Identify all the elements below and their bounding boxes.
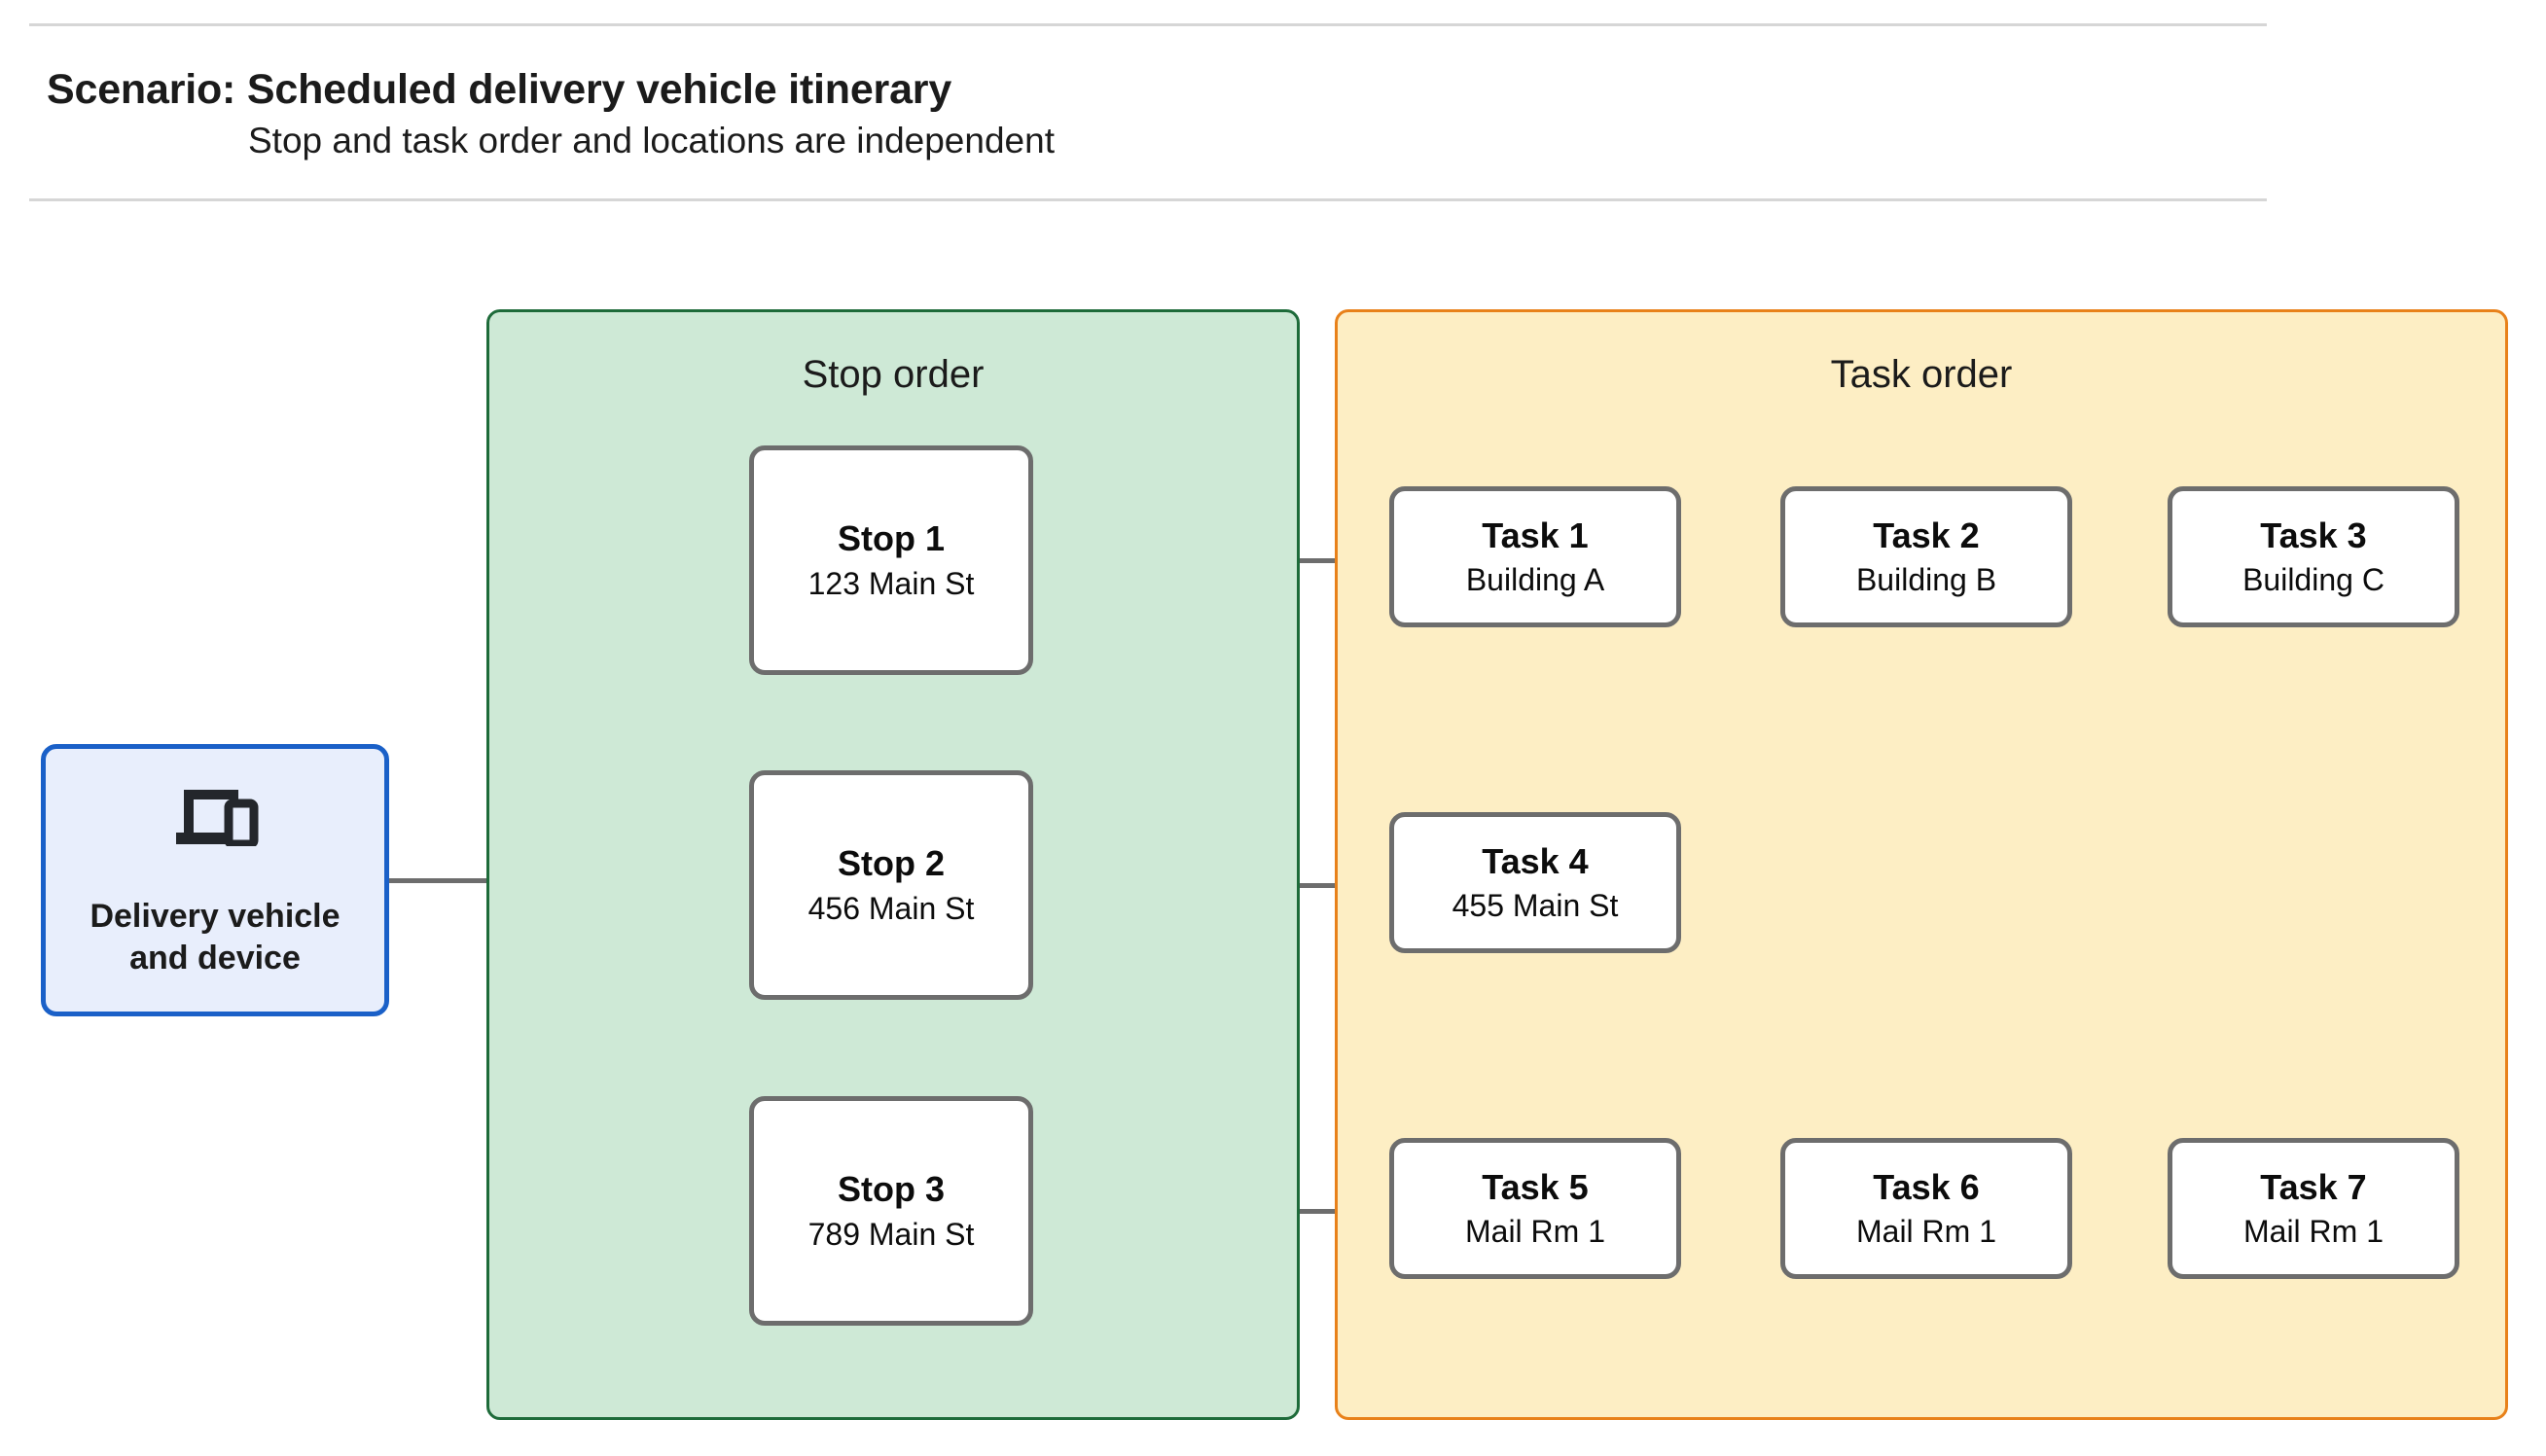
task-node-location: Mail Rm 1 [2242, 1214, 2384, 1249]
task-node-title: Task 7 [2260, 1166, 2367, 1207]
header-divider-top [29, 23, 2267, 26]
stop-node-3[interactable]: Stop 3 789 Main St [749, 1096, 1033, 1326]
task-order-panel-title: Task order [1830, 353, 2013, 396]
stop-order-panel-title: Stop order [802, 353, 985, 396]
task-node-1[interactable]: Task 1 Building A [1389, 486, 1681, 627]
devices-icon [170, 782, 260, 851]
task-node-3[interactable]: Task 3 Building C [2168, 486, 2459, 627]
stop-node-2[interactable]: Stop 2 456 Main St [749, 770, 1033, 1000]
stop-node-location: 456 Main St [807, 890, 975, 926]
delivery-vehicle-and-device-node[interactable]: Delivery vehicle and device [41, 744, 389, 1016]
page-title: Scenario: Scheduled delivery vehicle iti… [47, 66, 952, 113]
stop-node-location: 789 Main St [807, 1216, 975, 1252]
task-node-location: 455 Main St [1452, 888, 1619, 923]
stop-node-location: 123 Main St [807, 565, 975, 601]
task-node-location: Mail Rm 1 [1855, 1214, 1996, 1249]
page-subtitle: Stop and task order and locations are in… [248, 121, 1055, 160]
task-node-title: Task 3 [2260, 515, 2367, 555]
task-node-title: Task 2 [1873, 515, 1980, 555]
task-node-title: Task 5 [1482, 1166, 1589, 1207]
task-node-location: Building A [1465, 562, 1605, 597]
task-node-location: Building B [1855, 562, 1997, 597]
task-node-title: Task 4 [1482, 840, 1589, 881]
task-node-5[interactable]: Task 5 Mail Rm 1 [1389, 1138, 1681, 1279]
connector-device-to-trunk [389, 878, 555, 883]
task-node-title: Task 6 [1873, 1166, 1980, 1207]
stop-node-title: Stop 2 [837, 843, 945, 884]
header-divider-bottom [29, 198, 2267, 201]
task-node-7[interactable]: Task 7 Mail Rm 1 [2168, 1138, 2459, 1279]
task-node-4[interactable]: Task 4 455 Main St [1389, 812, 1681, 953]
stop-node-title: Stop 1 [837, 518, 945, 559]
task-node-6[interactable]: Task 6 Mail Rm 1 [1780, 1138, 2072, 1279]
task-node-title: Task 1 [1482, 515, 1589, 555]
delivery-vehicle-label: Delivery vehicle and device [90, 898, 341, 977]
task-node-2[interactable]: Task 2 Building B [1780, 486, 2072, 627]
stop-node-title: Stop 3 [837, 1169, 945, 1210]
task-node-location: Mail Rm 1 [1464, 1214, 1605, 1249]
task-node-location: Building C [2242, 562, 2385, 597]
stop-node-1[interactable]: Stop 1 123 Main St [749, 445, 1033, 675]
